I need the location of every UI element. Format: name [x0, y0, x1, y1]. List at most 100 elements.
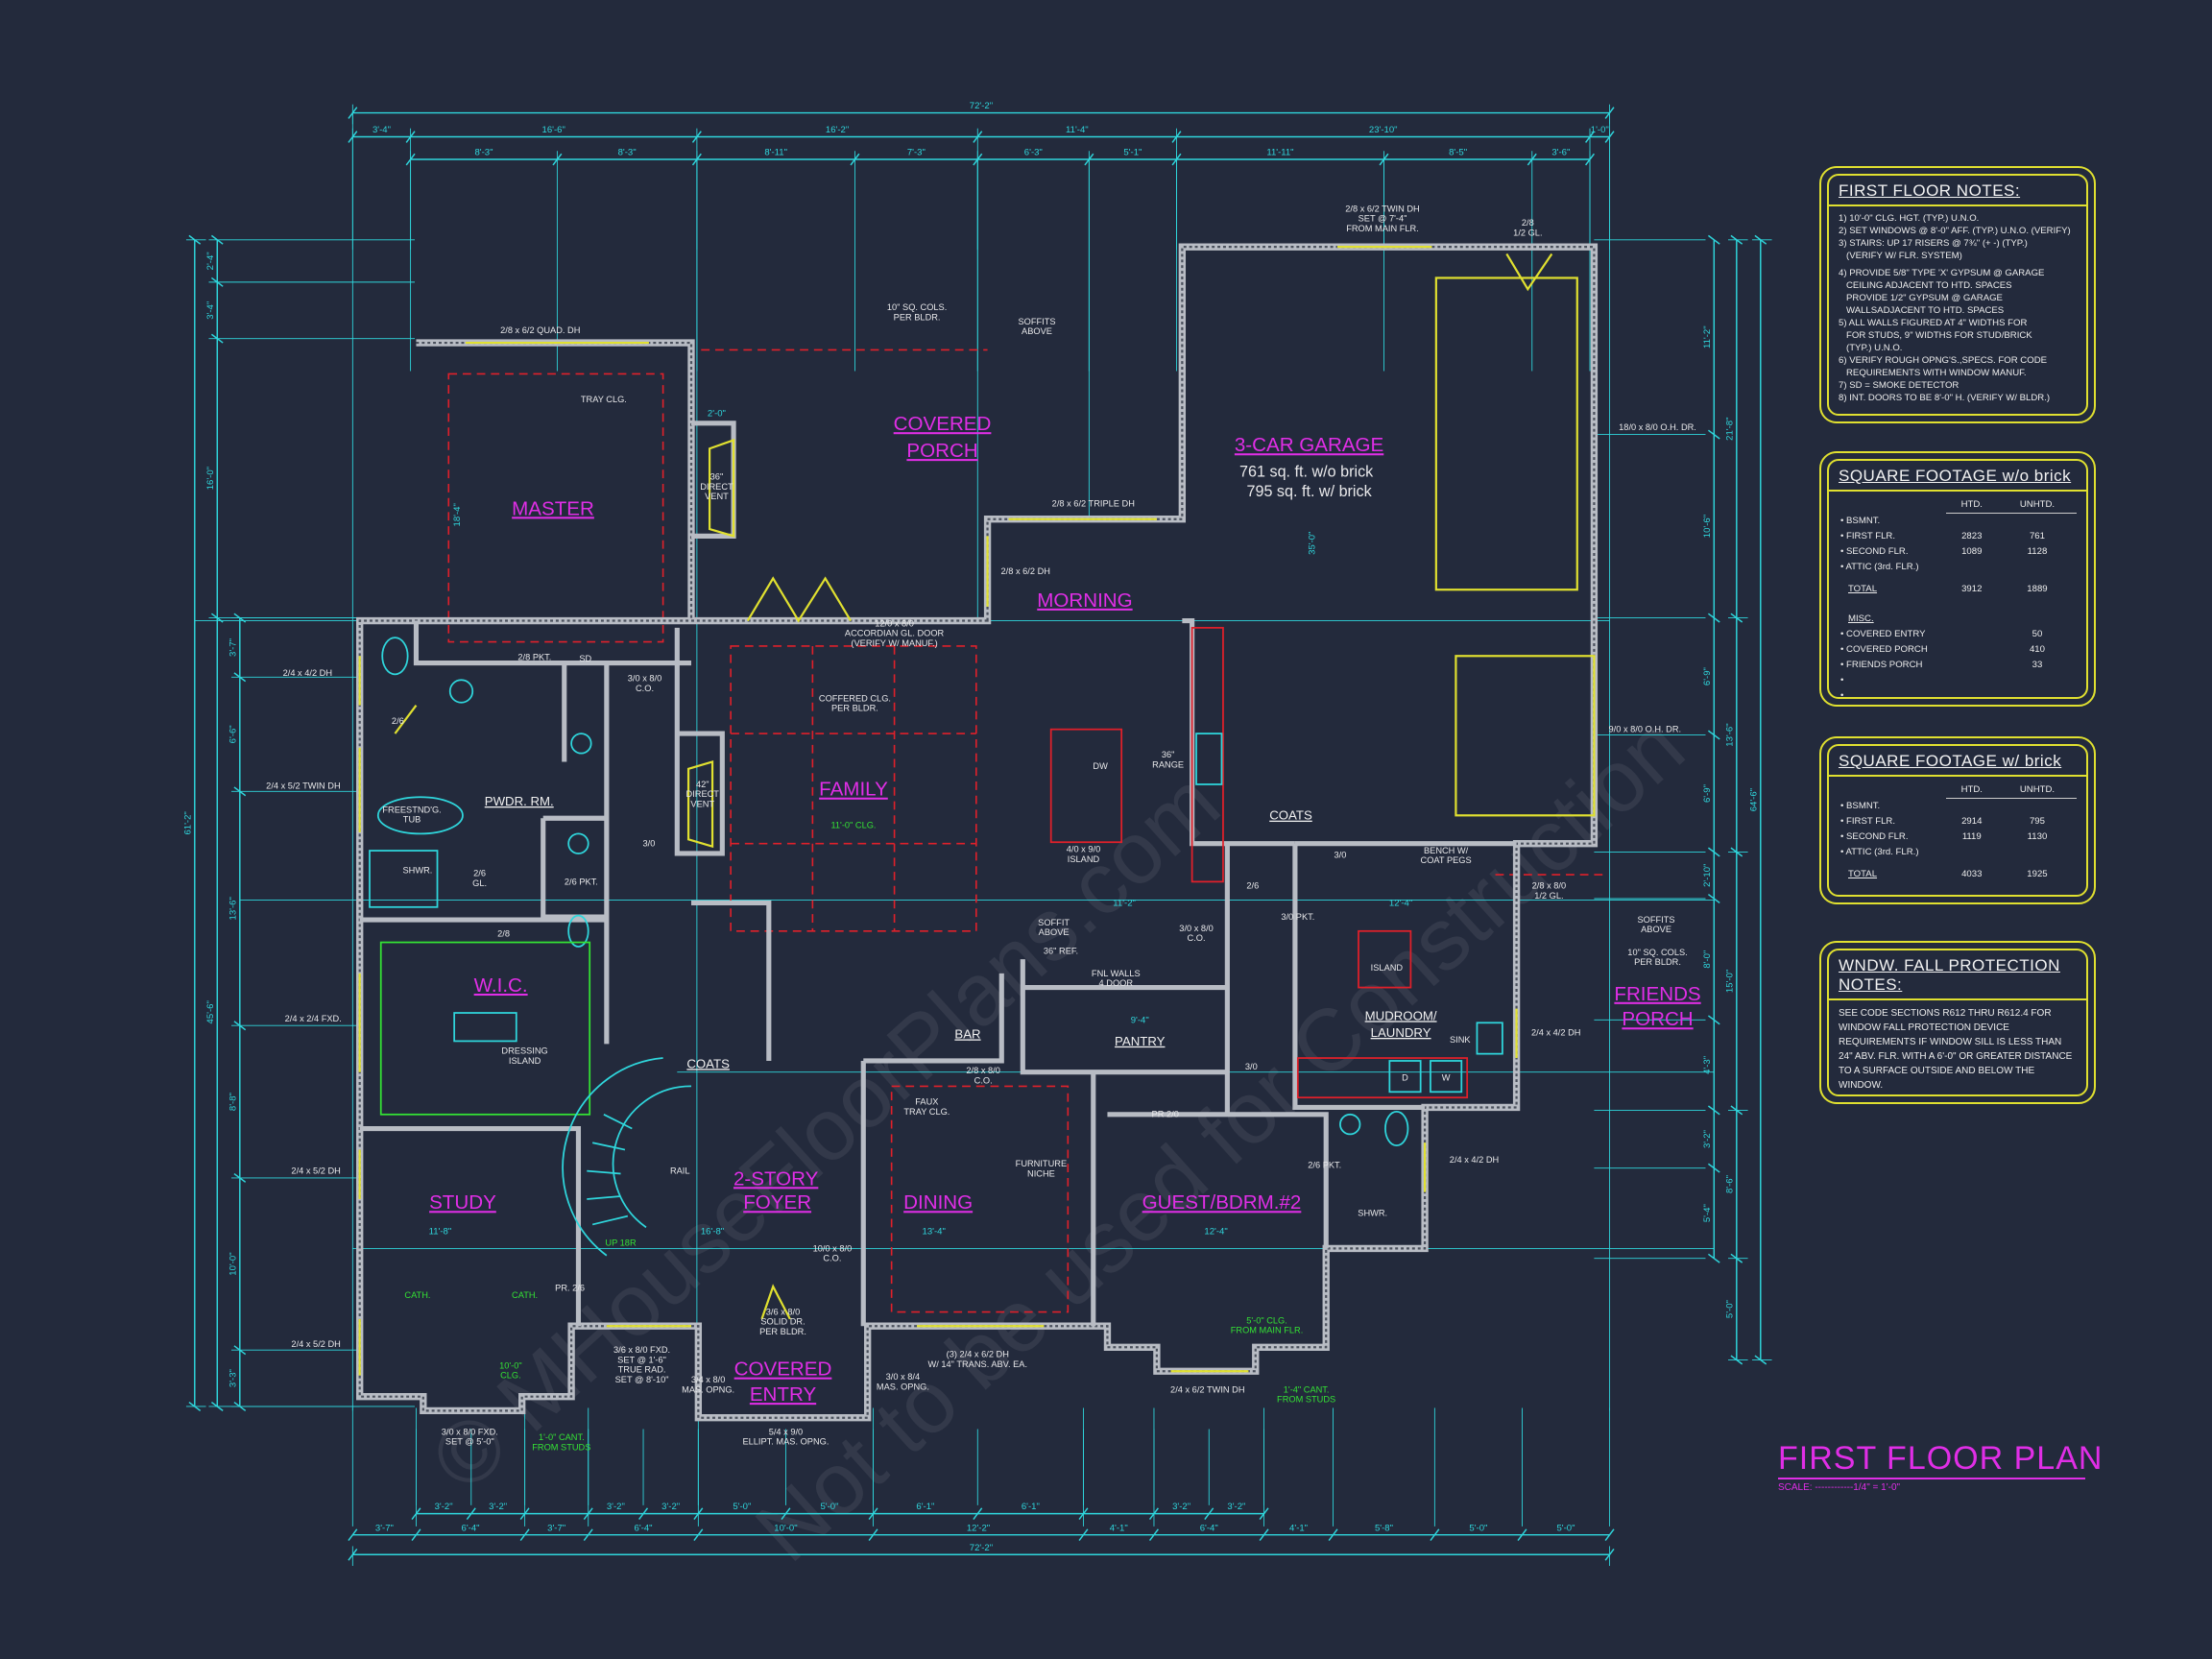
dryer-label: D: [1402, 1073, 1408, 1083]
kitchen-island: [1049, 728, 1123, 844]
dimension-tick: [1707, 613, 1720, 623]
shower-label: SHWR.: [1358, 1209, 1387, 1218]
dimension-label: 6'-6": [228, 725, 238, 743]
curved-stair: [562, 1057, 692, 1257]
dimension-label: 11'-8": [429, 1227, 452, 1238]
room-pantry: PANTRY: [1115, 1034, 1166, 1048]
dimension-label: 3'-2": [607, 1502, 625, 1512]
door-note: 3/0: [642, 839, 655, 849]
dimension-tick: [638, 1507, 649, 1520]
sink-icon: [1339, 1113, 1361, 1136]
mudroom-island: [1358, 929, 1412, 989]
dimension-label: 16'-2": [826, 125, 849, 135]
sf-row-label: • SECOND FLR.: [1840, 831, 1909, 842]
dimension-label: 11'-4": [1066, 125, 1089, 135]
dimension-tick: [1604, 1528, 1615, 1542]
smoke-detector-label: SD: [579, 654, 591, 663]
island-note: ISLAND: [1371, 963, 1404, 973]
window-note: FROM MAIN FLR.: [1346, 224, 1419, 233]
sf-unheated-value: [1998, 560, 2077, 575]
dimension-label: 4'-1": [1289, 1523, 1308, 1533]
dimension-string: 8'-3"8'-3"8'-11"7'-3"6'-3"5'-1"11'-11"8'…: [405, 148, 1595, 372]
family-ceiling: 11'-0" CLG.: [830, 821, 876, 830]
bench-note: BENCH W/: [1424, 846, 1469, 855]
sf-heated-value: 1089: [1961, 546, 1983, 557]
sf-total-heated: 3912: [1961, 584, 1983, 594]
fireplace-note: 42": [696, 780, 709, 789]
spacer: [1946, 688, 1998, 698]
dimension-label: 8'-5": [1449, 148, 1467, 158]
bench-note: COAT PEGS: [1421, 855, 1472, 865]
island-note: 4/0 x 9/0: [1067, 845, 1100, 854]
annotations: 2/8 x 6/2 QUAD. DH TRAY CLG. 36" DIRECT …: [266, 204, 1696, 1452]
dimension-label: 3'-6": [1551, 148, 1570, 158]
column-note: PER BLDR.: [894, 313, 941, 323]
sf-total-heated: 4033: [1961, 869, 1983, 879]
door-note: 2/8 x 8/0: [1532, 881, 1566, 891]
dimension-label: 72'-2": [970, 1543, 993, 1553]
dimension-label: 8'-3": [618, 148, 637, 158]
dimension-string: 21'-8"13'-6"15'-0"8'-6"5'-0": [1724, 234, 1748, 1365]
sf-row-label: • ATTIC (3rd. FLR.): [1840, 562, 1919, 572]
window-note: 2/4 x 4/2 DH: [283, 668, 332, 678]
sf-heated-value: 1119: [1961, 831, 1982, 842]
window-note: W/ 14" TRANS. ABV. EA.: [928, 1359, 1028, 1369]
garage-sf-wo-brick: 761 sq. ft. w/o brick: [1239, 464, 1374, 481]
door-note: 2/8: [1522, 218, 1534, 228]
note-line: PROVIDE 1/2" GYPSUM @ GARAGE: [1846, 293, 2003, 303]
room-labels: MASTER COVERED PORCH 3-CAR GARAGE 761 sq…: [429, 413, 1701, 1406]
plan-scale: SCALE: ------------1/4" = 1'-0": [1778, 1482, 1901, 1493]
misc-label: •: [1840, 675, 1844, 685]
dimension-string: 3'-4"16'-6"16'-2"11'-4"23'-10"1'-0": [348, 125, 1615, 251]
soffit-note: SOFFIT: [1038, 918, 1070, 927]
window-note: SET @ 1'-6": [617, 1355, 666, 1364]
garage-door-note: 9/0 x 8/0 O.H. DR.: [1609, 725, 1682, 734]
room-friends-porch: PORCH: [1622, 1008, 1693, 1030]
tub-note: FREESTND'G.: [382, 805, 441, 814]
room-coats: COATS: [686, 1056, 730, 1070]
window-note: 2/8 x 6/2 QUAD. DH: [500, 325, 580, 335]
dimension-label: 8'-6": [1724, 1175, 1735, 1193]
dimension-label: 2'-4": [205, 252, 216, 270]
sf-row-label: • FIRST FLR.: [1840, 531, 1896, 541]
dimension-label: 12'-4": [1389, 898, 1412, 908]
ceiling-note: TRAY CLG.: [903, 1107, 950, 1117]
dimension-label: 5'-1": [1123, 148, 1142, 158]
note-line: REQUIREMENTS WITH WINDOW MANUF.: [1846, 368, 2027, 378]
soffit-note: ABOVE: [1641, 925, 1671, 934]
note-line: 7) SD = SMOKE DETECTOR: [1839, 380, 1960, 391]
dimension-label: 12'-4": [1204, 1227, 1227, 1238]
window-note: (3) 2/4 x 6/2 DH: [947, 1350, 1009, 1359]
sf-w-brick-heading: SQUARE FOOTAGE w/ brick: [1829, 746, 2086, 777]
dimension-tick: [1259, 1528, 1269, 1542]
fireplace-note: VENT: [705, 492, 729, 501]
dimension-label: 13'-6": [1724, 723, 1735, 746]
sf-unheated-value: [1998, 845, 2077, 860]
sf-row-label: • SECOND FLR.: [1840, 546, 1909, 557]
dimension-label: 6'-1": [1022, 1502, 1040, 1512]
opening-note: 3/0 x 8/0: [628, 674, 661, 684]
wall-note: 4 DOOR: [1099, 978, 1134, 988]
door-note: 2/6: [1246, 881, 1259, 891]
dressing-island: [453, 1012, 517, 1043]
door-note: 2/8: [497, 929, 510, 939]
misc-value: 50: [2032, 629, 2043, 639]
dimension-tick: [583, 1528, 593, 1542]
sf-row: • ATTIC (3rd. FLR.): [1839, 845, 2077, 860]
ceiling-note: CATH.: [512, 1290, 538, 1300]
dimension-tick: [1707, 234, 1720, 245]
dimension-label: 8'-0": [1702, 950, 1713, 969]
dimension-label: 13'-6": [228, 897, 238, 920]
dimension-label: 3'-4": [373, 125, 391, 135]
dimension-label: 3'-3": [228, 1369, 238, 1387]
plan-title: FIRST FLOOR PLAN: [1778, 1440, 2102, 1479]
window-note: 2/4 x 4/2 DH: [1450, 1155, 1499, 1165]
note-line: 8) INT. DOORS TO BE 8'-0" H. (VERIFY W/ …: [1839, 393, 2051, 403]
garage-door-9: [1455, 655, 1596, 817]
spacer: [1839, 782, 1946, 798]
fall-protection-notes-panel: WNDW. FALL PROTECTION NOTES: SEE CODE SE…: [1819, 941, 2096, 1104]
dimension-tick: [1707, 429, 1720, 440]
